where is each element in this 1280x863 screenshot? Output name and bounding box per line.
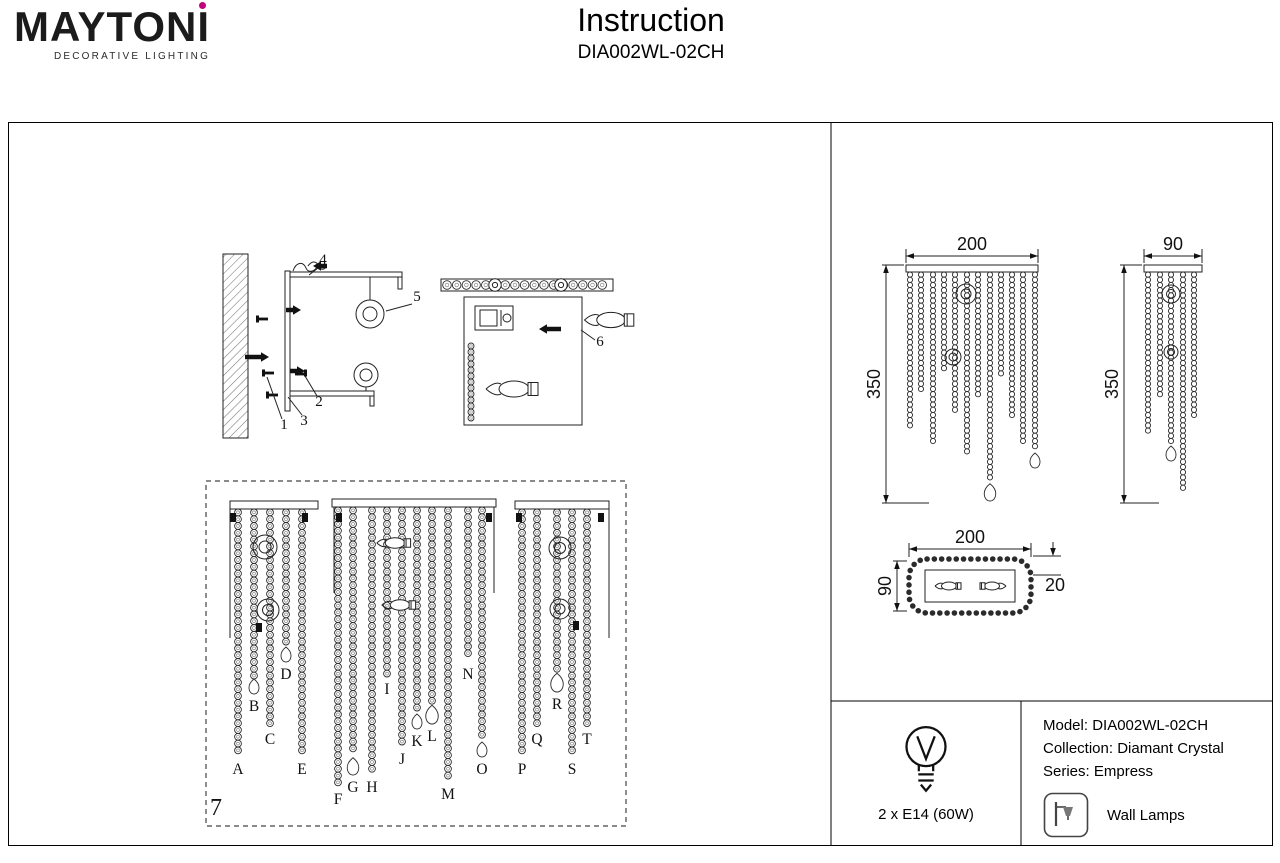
dimension-label: 200 (955, 527, 985, 547)
strand-label: O (476, 761, 487, 778)
strand-label: K (411, 733, 423, 750)
panel-number: 7 (210, 795, 222, 821)
strand-label: H (366, 779, 377, 796)
strand-label: A (232, 761, 244, 778)
strand-label: T (582, 731, 592, 748)
part-number: 6 (596, 334, 604, 350)
dimension-label: 350 (864, 369, 884, 399)
strand-label: I (384, 681, 389, 698)
product-type: Wall Lamps (1043, 792, 1272, 838)
strand-label: J (399, 751, 405, 768)
part-number: 5 (413, 289, 421, 305)
strand-label: C (265, 731, 275, 748)
strand-label: G (347, 779, 358, 796)
light-bulb-icon (905, 725, 947, 793)
part-number: 2 (315, 394, 323, 410)
brand-logo: MAYTONI DECORATIVE LIGHTING (14, 2, 211, 62)
strand-label: D (280, 666, 291, 683)
bulb-spec: 2 x E14 (60W) (878, 805, 974, 823)
brand-name: MAYTONI (14, 2, 211, 50)
page-title: Instruction (577, 2, 725, 38)
part-number: 4 (319, 252, 327, 268)
strand-label: F (334, 791, 343, 808)
strand-label: S (568, 761, 577, 778)
dimension-label: 350 (1102, 369, 1122, 399)
part-number: 3 (300, 413, 308, 429)
strand-label: Q (531, 731, 542, 748)
part-number: 1 (280, 417, 288, 433)
strand-label: N (462, 666, 473, 683)
strand-label: R (552, 696, 563, 713)
strand-label: L (427, 728, 436, 745)
brand-name-text: MAYTONI (14, 3, 211, 50)
parts-outline-box (205, 480, 627, 827)
side-view: 90 350 (1102, 234, 1203, 504)
document-header: Instruction DIA002WL-02CH (22, 0, 1280, 64)
model-code: DIA002WL-02CH (577, 42, 725, 63)
series-line: Series: Empress (1043, 763, 1154, 780)
strand-label: M (441, 786, 455, 803)
dimension-label: 90 (1163, 234, 1183, 254)
strand-label: E (297, 761, 306, 778)
collection-line: Collection: Diamant Crystal (1043, 740, 1224, 757)
strand-label: P (518, 761, 527, 778)
wall-lamp-icon (1043, 792, 1089, 838)
dimension-label: 90 (875, 576, 895, 596)
strand-label: B (249, 698, 259, 715)
bottom-view: 200 90 20 (875, 527, 1065, 616)
type-label: Wall Lamps (1107, 806, 1185, 824)
brand-tagline: DECORATIVE LIGHTING (53, 51, 211, 62)
dimension-label: 20 (1045, 575, 1065, 595)
bulb-spec-panel: 2 x E14 (60W) (831, 701, 1021, 845)
product-info-panel: Model: DIA002WL-02CH Collection: Diamant… (1021, 701, 1272, 845)
model-line: Model: DIA002WL-02CH (1043, 717, 1209, 734)
dimension-label: 200 (957, 234, 987, 254)
front-view: 200 350 (864, 234, 1041, 504)
brand-dot-icon (199, 2, 207, 9)
